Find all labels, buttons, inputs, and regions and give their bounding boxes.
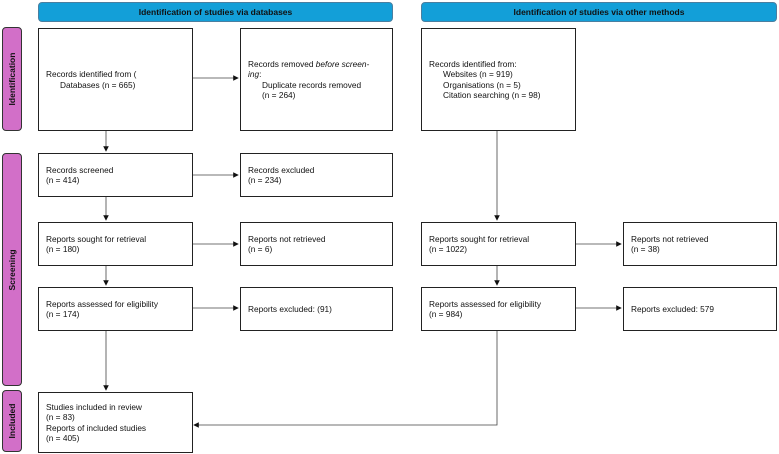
text: Databases (n = 665) — [60, 79, 136, 90]
text: Records identified from ( — [46, 69, 137, 79]
phase-label: Included — [7, 403, 17, 439]
text: Records identified from: — [429, 58, 517, 69]
other-reports-assessed: Reports assessed for eligibility(n = 984… — [421, 287, 576, 331]
text: Records removed before screen- — [248, 58, 370, 69]
other-reports-not-retrieved: Reports not retrieved(n = 38) — [623, 222, 777, 266]
text: Websites (n = 919) — [443, 69, 513, 79]
db-records-identified: Records identified from ( Databases (n =… — [38, 28, 193, 131]
text: (n = 180) — [46, 244, 80, 254]
text: (n = 174) — [46, 309, 80, 319]
text: Reports of included studies — [46, 422, 147, 433]
text: Reports not retrieved — [248, 233, 326, 244]
studies-included: Studies included in review (n = 83) Repo… — [38, 392, 193, 453]
text: Organisations (n = 5) — [443, 79, 521, 90]
header-databases: Identification of studies via databases — [38, 2, 393, 22]
other-records-identified: Records identified from: Websites (n = 9… — [421, 28, 576, 131]
text: Reports excluded: (91) — [248, 303, 332, 314]
text: Citation searching (n = 98) — [443, 90, 541, 100]
text: Reports assessed for eligibility — [46, 298, 159, 309]
phase-identification: Identification — [2, 27, 22, 131]
db-reports-not-retrieved: Reports not retrieved(n = 6) — [240, 222, 393, 266]
text: Studies included in review — [46, 401, 142, 412]
db-reports-sought: Reports sought for retrieval(n = 180) — [38, 222, 193, 266]
text: (n = 234) — [248, 175, 282, 185]
phase-label: Screening — [7, 248, 17, 291]
header-other-methods: Identification of studies via other meth… — [421, 2, 777, 22]
db-reports-assessed: Reports assessed for eligibility(n = 174… — [38, 287, 193, 331]
phase-label: Identification — [7, 52, 17, 106]
text: (n = 984) — [429, 309, 463, 319]
text: (n = 38) — [631, 244, 660, 254]
text: Reports excluded: 579 — [631, 303, 715, 314]
other-reports-sought: Reports sought for retrieval(n = 1022) — [421, 222, 576, 266]
text: (n = 1022) — [429, 244, 468, 254]
text: (n = 6) — [248, 244, 273, 254]
db-records-excluded: Records excluded(n = 234) — [240, 153, 393, 197]
arrow — [193, 330, 498, 428]
text: Duplicate records removed — [262, 79, 362, 90]
text: (n = 405) — [46, 433, 80, 443]
db-reports-excluded: Reports excluded: (91) — [240, 287, 393, 331]
text: (n = 264) — [262, 90, 296, 100]
text: Reports sought for retrieval — [429, 233, 530, 244]
text: ing: — [248, 69, 262, 79]
phase-included: Included — [2, 390, 22, 452]
db-records-removed: Records removed before screen- ing: Dupl… — [240, 28, 393, 131]
text: Records screened — [46, 164, 114, 175]
text: Records excluded — [248, 164, 315, 175]
text: Reports not retrieved — [631, 233, 709, 244]
text: Reports assessed for eligibility — [429, 298, 542, 309]
phase-screening: Screening — [2, 153, 22, 386]
text: (n = 414) — [46, 175, 80, 185]
text: Reports sought for retrieval — [46, 233, 147, 244]
other-reports-excluded: Reports excluded: 579 — [623, 287, 777, 331]
text: (n = 83) — [46, 412, 75, 422]
db-records-screened: Records screened(n = 414) — [38, 153, 193, 197]
